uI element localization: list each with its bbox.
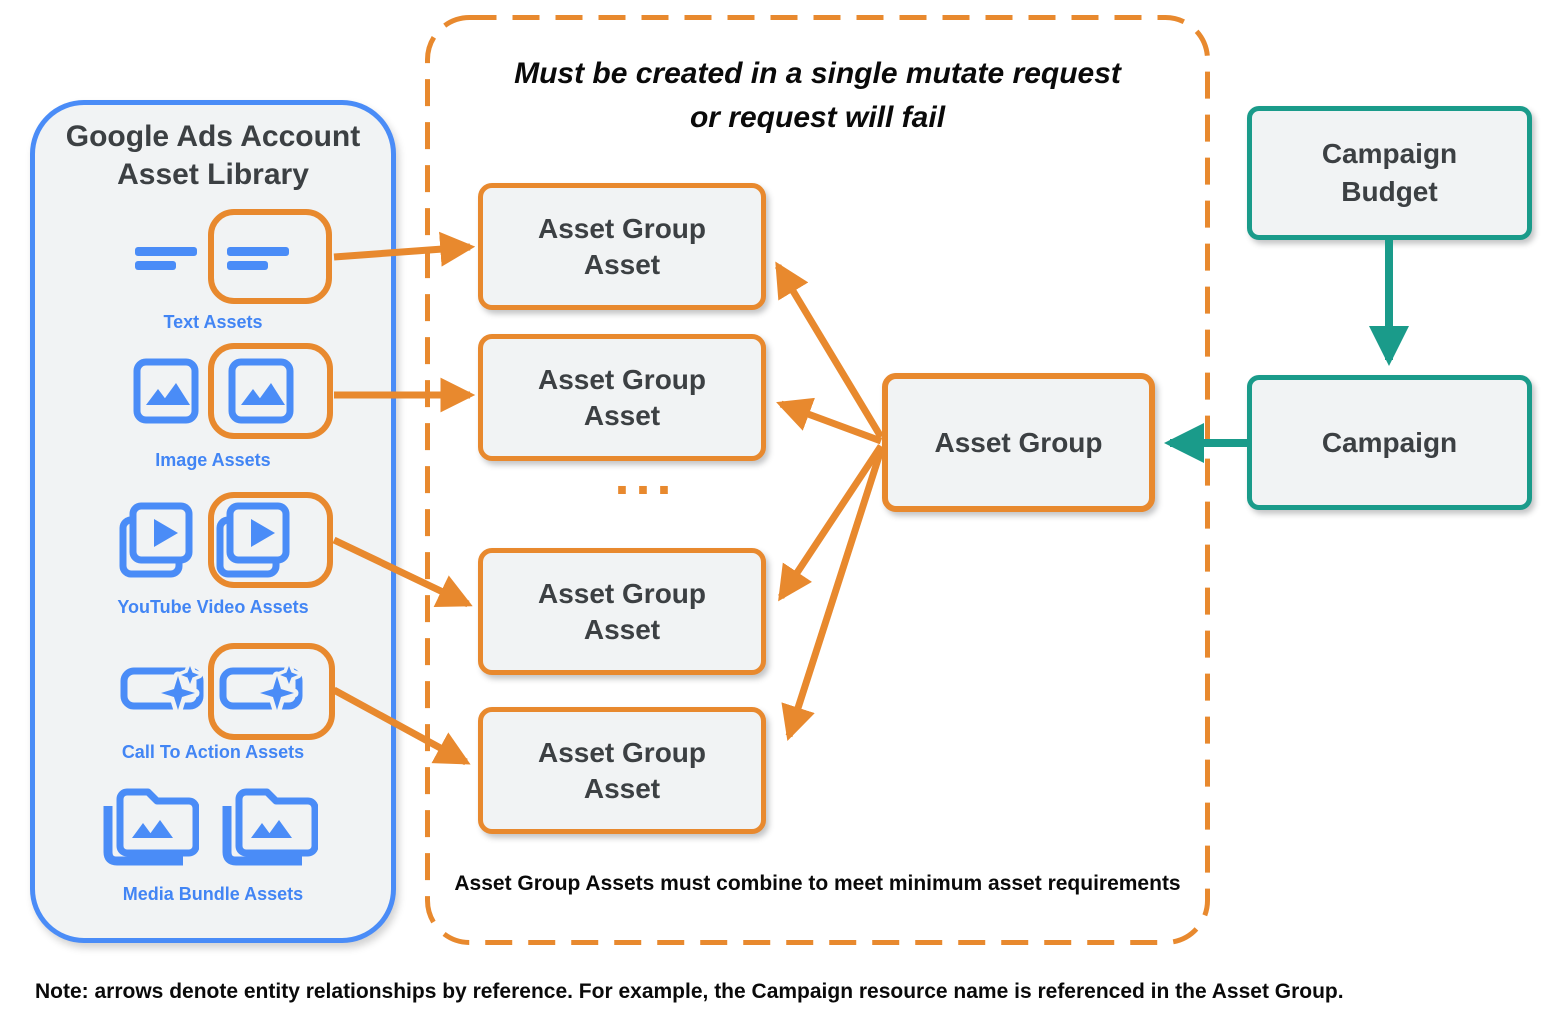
video-asset-highlight-box [208, 492, 333, 588]
cta-asset-highlight-box [208, 643, 335, 740]
video-stack-icon [216, 502, 290, 578]
more-assets-ellipsis: ... [614, 446, 678, 506]
text-lines-icon [227, 247, 289, 256]
video-stack-icon [119, 502, 193, 578]
asset-group-asset-box-2: Asset Group Asset [478, 334, 766, 461]
image-icon [228, 358, 294, 424]
campaign-box: Campaign [1247, 375, 1532, 510]
media-folder-icon [103, 788, 199, 866]
asset-group-asset-box-1: Asset Group Asset [478, 183, 766, 310]
mutate-title-line2: or request will fail [689, 101, 946, 134]
youtube-assets-label: YouTube Video Assets [117, 597, 309, 617]
image-assets-label: Image Assets [155, 450, 271, 470]
text-assets-label: Text Assets [163, 312, 263, 332]
campaign-budget-line1: Campaign [1321, 138, 1458, 169]
mutate-request-dashed-container [425, 15, 1210, 945]
image-asset-highlight-box [208, 343, 333, 439]
library-title: Google Ads Account Asset Library [30, 118, 396, 194]
cta-sparkle-icon [120, 662, 204, 715]
minimum-requirements-footnote: Asset Group Assets must combine to meet … [454, 872, 1181, 895]
mutate-request-title: Must be created in a single mutate reque… [425, 52, 1210, 140]
library-title-line1: Google Ads Account [65, 120, 361, 153]
text-asset-highlight-box [208, 209, 332, 304]
cta-sparkle-icon [219, 662, 303, 715]
text-lines-icon [135, 261, 176, 270]
image-icon [133, 358, 199, 424]
library-title-line2: Asset Library [117, 158, 309, 191]
media-bundle-assets-label: Media Bundle Assets [122, 884, 304, 904]
campaign-budget-box: Campaign Budget [1247, 106, 1532, 240]
campaign-budget-line2: Budget [1341, 176, 1438, 207]
asset-group-asset-box-3: Asset Group Asset [478, 548, 766, 675]
cta-assets-label: Call To Action Assets [121, 742, 305, 762]
asset-group-box: Asset Group [882, 373, 1155, 512]
mutate-title-line1: Must be created in a single mutate reque… [514, 57, 1121, 90]
text-lines-icon [227, 261, 268, 270]
asset-group-asset-box-4: Asset Group Asset [478, 707, 766, 834]
media-folder-icon [222, 788, 318, 866]
reference-note: Note: arrows denote entity relationships… [35, 980, 1344, 1003]
text-lines-icon [135, 247, 197, 256]
